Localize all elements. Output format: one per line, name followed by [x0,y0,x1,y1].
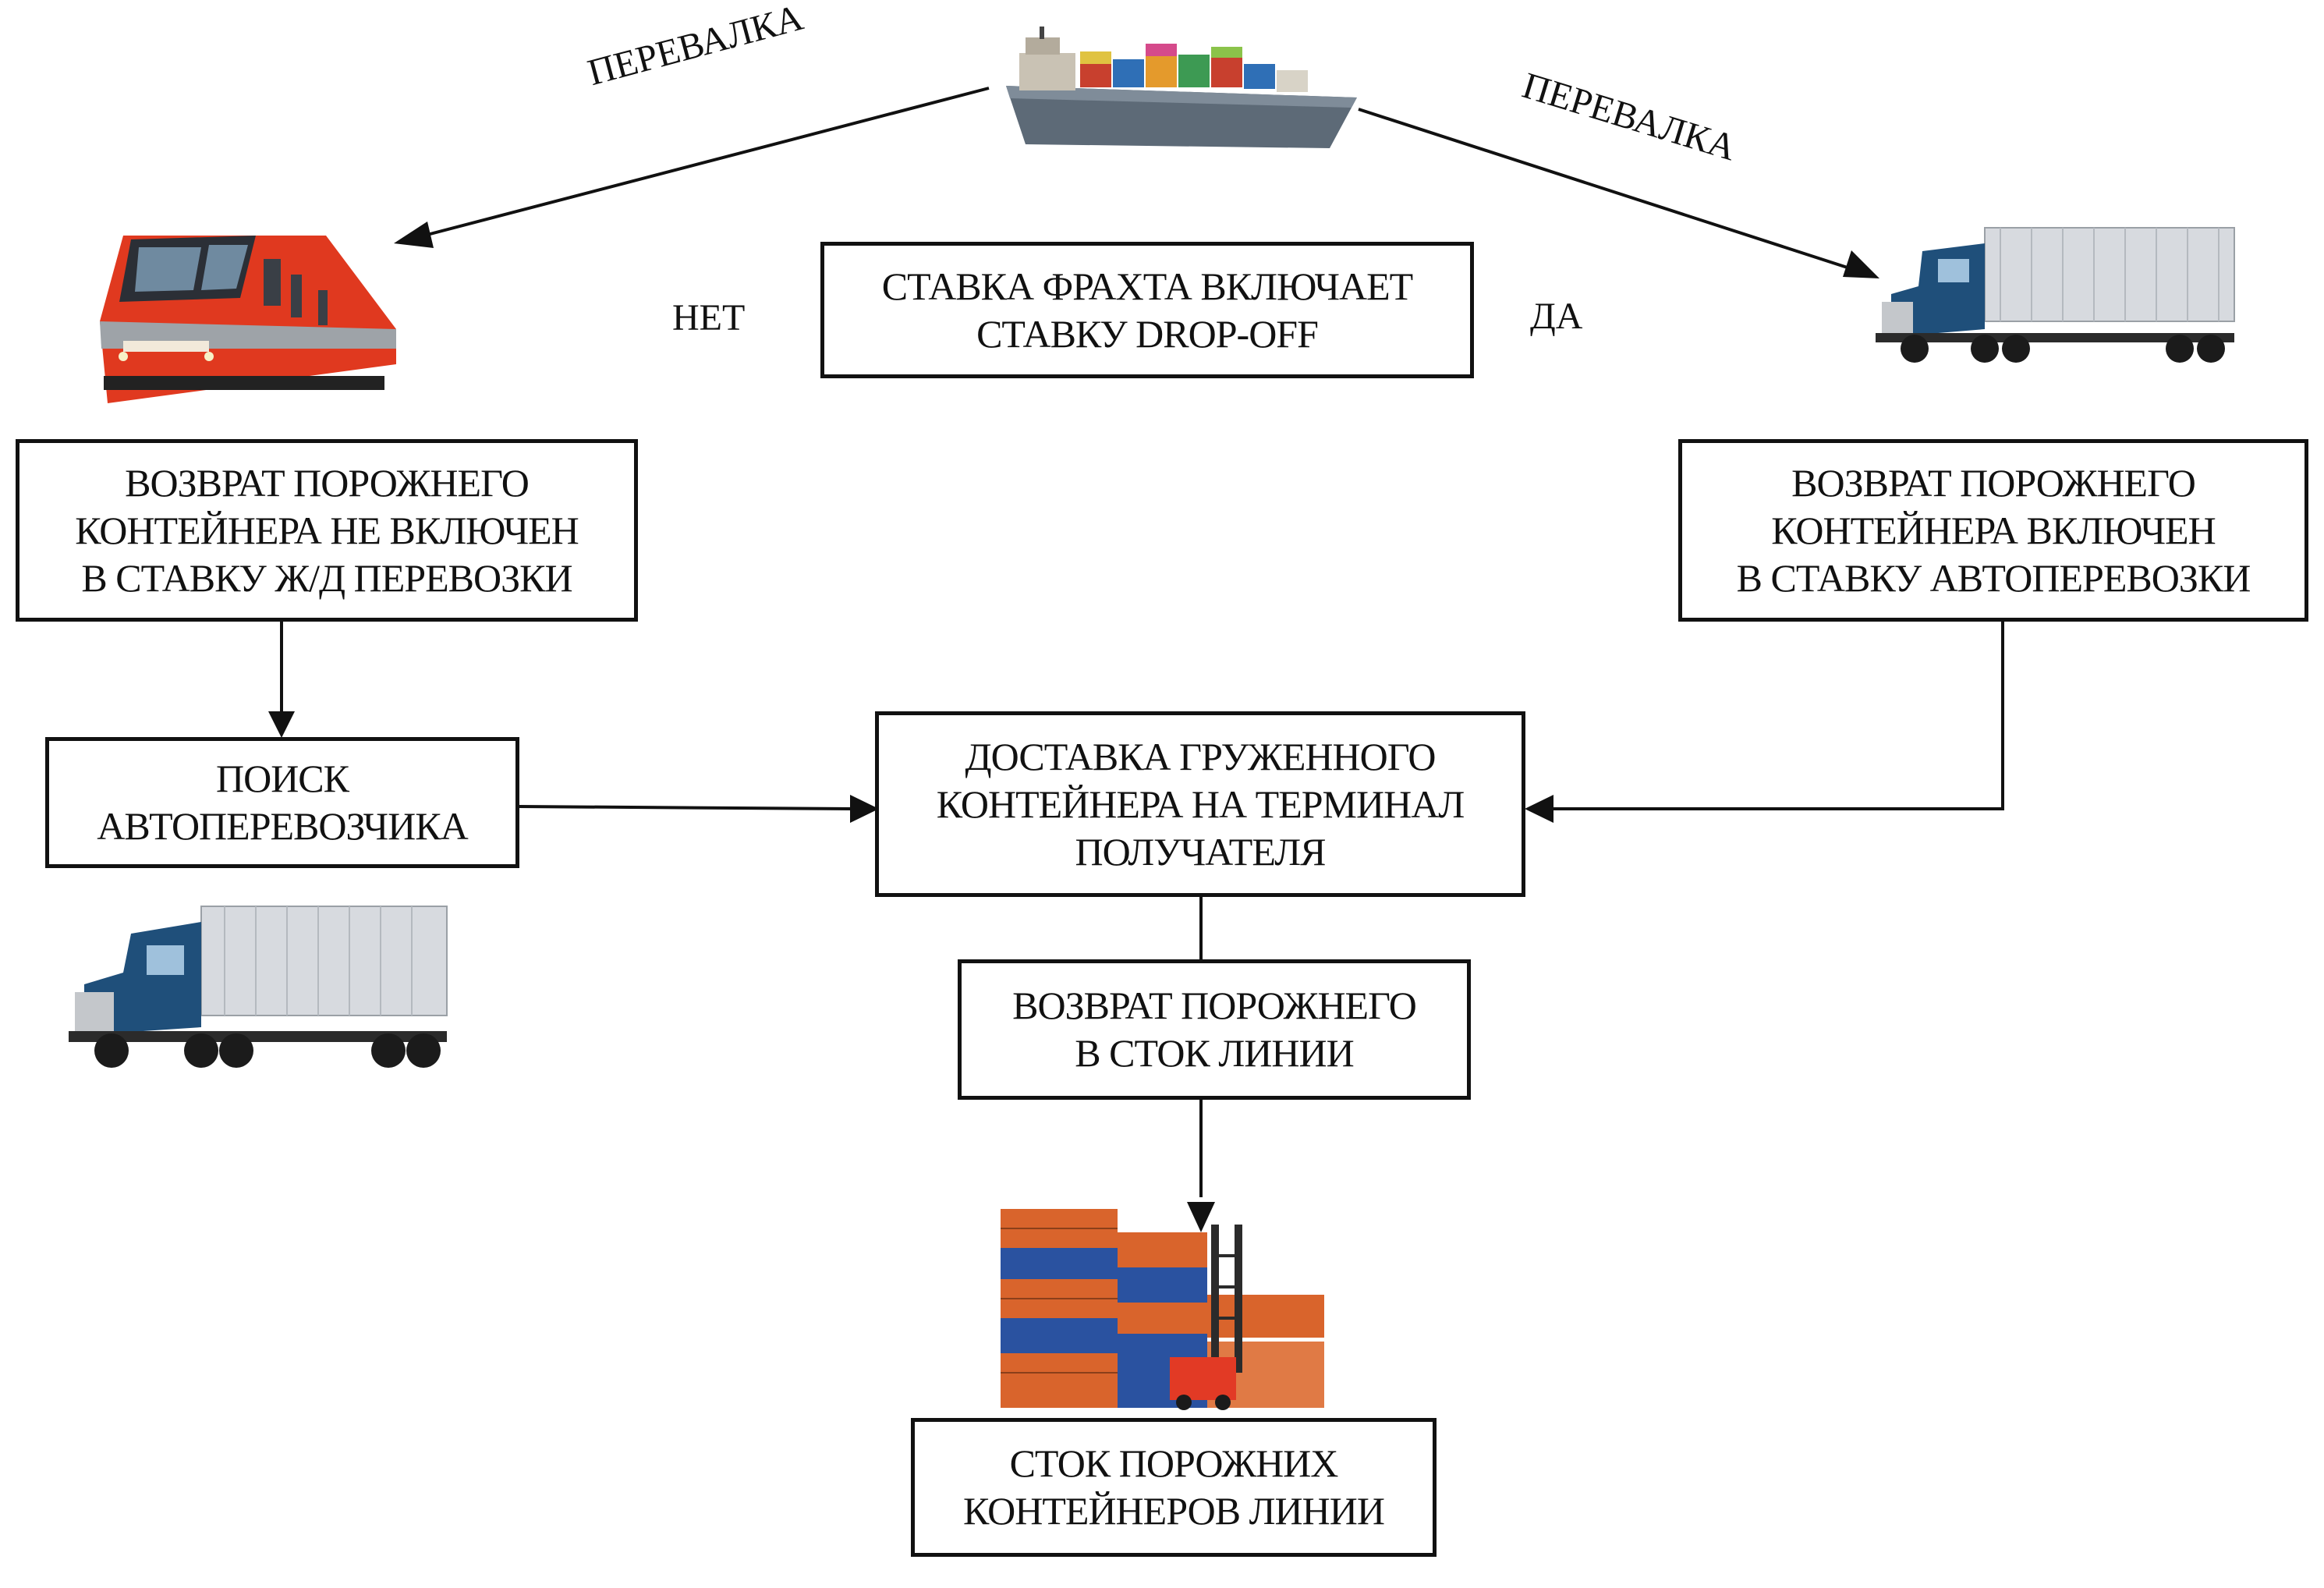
rail-return-text: ВОЗВРАТ ПОРОЖНЕГО КОНТЕЙНЕРА НЕ ВКЛЮЧЕН … [75,460,579,600]
arrowhead-delivery-left [850,795,879,823]
rail-return-box: ВОЗВРАТ ПОРОЖНЕГО КОНТЕЙНЕРА НЕ ВКЛЮЧЕН … [16,439,638,622]
empty-return-box: ВОЗВРАТ ПОРОЖНЕГО В СТОК ЛИНИИ [958,959,1471,1100]
arrowhead-search [268,711,295,738]
container-ship-icon [1006,27,1357,148]
arrow-ship-to-truck [1358,108,1853,271]
arrow-right-to-delivery [1552,620,2004,810]
no-label: НЕТ [672,297,746,339]
delivery-text: ДОСТАВКА ГРУЖЕННОГО КОНТЕЙНЕРА НА ТЕРМИН… [936,734,1465,874]
carrier-search-text: ПОИСК АВТОПЕРЕВОЗЧИКА [97,757,468,848]
delivery-box: ДОСТАВКА ГРУЖЕННОГО КОНТЕЙНЕРА НА ТЕРМИН… [875,711,1525,897]
arrowhead-yard [1187,1202,1215,1232]
arrow-search-to-delivery [517,805,852,810]
empty-stock-box: СТОК ПОРОЖНИХ КОНТЕЙНЕРОВ ЛИНИИ [911,1418,1437,1557]
carrier-search-box: ПОИСК АВТОПЕРЕВОЗЧИКА [45,737,519,868]
truck-return-box: ВОЗВРАТ ПОРОЖНЕГО КОНТЕЙНЕРА ВКЛЮЧЕН В С… [1678,439,2308,622]
empty-return-text: ВОЗВРАТ ПОРОЖНЕГО В СТОК ЛИНИИ [1012,984,1417,1075]
freight-rate-box: СТАВКА ФРАХТА ВКЛЮЧАЕТ СТАВКУ DROP-OFF [820,242,1474,378]
empty-stock-text: СТОК ПОРОЖНИХ КОНТЕЙНЕРОВ ЛИНИИ [963,1441,1385,1533]
truck-return-text: ВОЗВРАТ ПОРОЖНЕГО КОНТЕЙНЕРА ВКЛЮЧЕН В С… [1736,460,2251,600]
electric-train-icon [100,236,396,403]
semi-truck-icon [69,906,448,1068]
yes-label: ДА [1530,296,1583,337]
arrowhead-truck [1843,250,1879,278]
container-yard-icon [1001,1209,1324,1410]
freight-rate-text: СТАВКА ФРАХТА ВКЛЮЧАЕТ СТАВКУ DROP-OFF [881,264,1413,356]
arrow-ship-to-train [420,87,990,238]
arrowhead-delivery-right [1525,795,1553,823]
arrowhead-train [394,222,434,248]
semi-truck-icon [1876,227,2235,363]
